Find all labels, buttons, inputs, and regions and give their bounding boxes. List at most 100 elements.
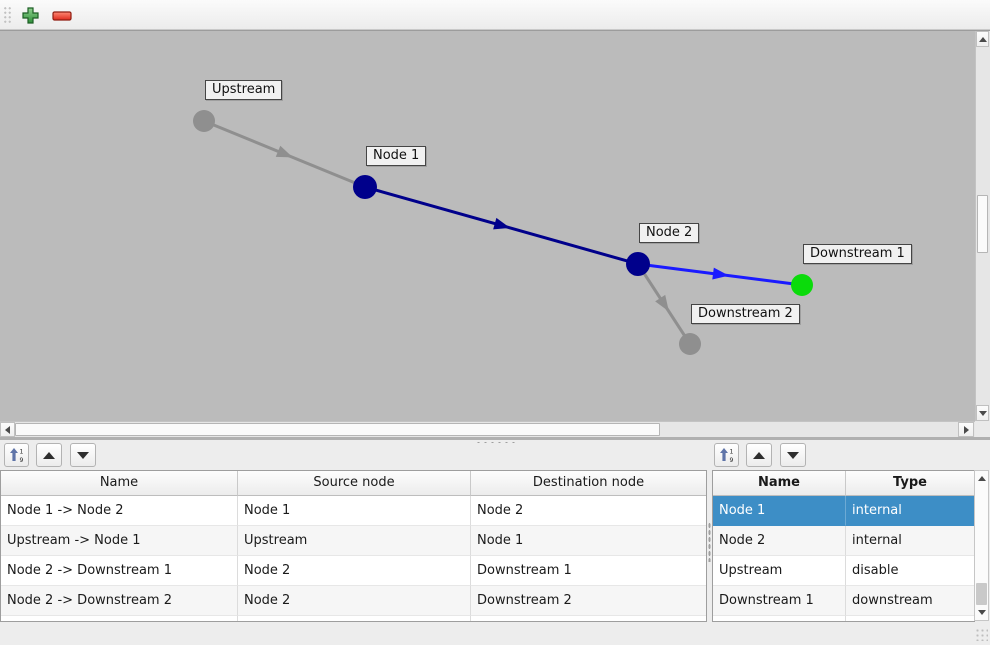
svg-text:1: 1 — [19, 449, 23, 456]
node-label[interactable]: Upstream — [205, 80, 283, 100]
splitter-grip-icon — [708, 522, 711, 562]
vertical-splitter[interactable] — [707, 470, 712, 622]
vertical-scroll-thumb[interactable] — [977, 195, 988, 253]
table-cell: downstream — [846, 586, 974, 616]
edge-arrowhead-icon — [712, 267, 729, 280]
triangle-up-icon — [753, 451, 765, 459]
minus-icon — [52, 10, 72, 21]
table-cell: Node 1 — [471, 526, 706, 556]
column-header[interactable]: Name — [713, 471, 846, 496]
table-cell: Node 2 — [713, 526, 846, 556]
arrow-down-icon — [977, 610, 986, 615]
table-cell: Node 2 — [238, 586, 471, 616]
empty-row — [713, 616, 974, 621]
table-cell: Downstream 1 — [713, 586, 846, 616]
table-cell: Node 1 — [713, 496, 846, 526]
scroll-right-button[interactable] — [958, 422, 974, 437]
table-cell: Upstream — [238, 526, 471, 556]
scrollbar-corner — [975, 421, 990, 438]
graph-svg — [193, 110, 813, 355]
table-cell: Upstream -> Node 1 — [1, 526, 238, 556]
node-label[interactable]: Node 1 — [366, 146, 427, 166]
graph-node[interactable] — [353, 175, 377, 199]
table-cell: Node 1 -> Node 2 — [1, 496, 238, 526]
graph-node[interactable] — [791, 274, 813, 296]
edges-move-down-button[interactable] — [70, 443, 96, 467]
edge-arrowhead-icon — [275, 145, 293, 158]
table-cell: Node 2 — [471, 496, 706, 526]
sort-ascending-icon: 1 9 — [719, 448, 733, 463]
arrow-up-icon — [978, 36, 987, 42]
graph-node[interactable] — [626, 252, 650, 276]
table-cell: disable — [846, 556, 974, 586]
horizontal-splitter[interactable] — [0, 437, 990, 444]
node-label[interactable]: Downstream 2 — [691, 304, 800, 324]
table-cell: Node 2 -> Downstream 2 — [1, 586, 238, 616]
horizontal-scroll-thumb[interactable] — [15, 423, 660, 436]
graph-node[interactable] — [193, 110, 215, 132]
arrow-left-icon — [5, 425, 10, 434]
arrow-down-icon — [978, 410, 987, 416]
empty-row — [1, 616, 706, 621]
svg-text:1: 1 — [729, 449, 733, 456]
column-header[interactable]: Type — [846, 471, 974, 496]
canvas-horizontal-scrollbar[interactable] — [0, 421, 975, 437]
table-cell: internal — [852, 503, 902, 518]
table-cell: Node 2 -> Downstream 1 — [1, 556, 238, 586]
toolbar-grip[interactable] — [3, 6, 12, 24]
remove-node-button[interactable] — [49, 3, 75, 27]
canvas-vertical-scrollbar[interactable] — [975, 31, 990, 421]
edge-arrowhead-icon — [493, 217, 511, 230]
table-cell: Node 2 — [238, 556, 471, 586]
main-toolbar — [0, 0, 990, 30]
nodes-move-down-button[interactable] — [780, 443, 806, 467]
arrow-up-icon — [977, 476, 986, 481]
scroll-down-button[interactable] — [975, 605, 988, 620]
edge-arrowhead-icon — [655, 294, 669, 312]
svg-text:9: 9 — [729, 457, 733, 463]
table-cell: Downstream 1 — [471, 556, 706, 586]
add-node-button[interactable] — [17, 3, 43, 27]
table-cell: Upstream — [713, 556, 846, 586]
vertical-scroll-thumb[interactable] — [976, 583, 987, 605]
window-resize-grip[interactable] — [974, 627, 988, 641]
scroll-left-button[interactable] — [0, 422, 15, 437]
edges-sort-button[interactable]: 1 9 — [4, 443, 29, 467]
svg-text:9: 9 — [19, 457, 23, 463]
table-cell: Node 1 — [238, 496, 471, 526]
scroll-up-button[interactable] — [976, 31, 989, 47]
nodes-move-up-button[interactable] — [746, 443, 772, 467]
graph-node[interactable] — [679, 333, 701, 355]
triangle-down-icon — [77, 451, 89, 459]
nodes-sort-button[interactable]: 1 9 — [714, 443, 739, 467]
nodes-table-scrollbar[interactable] — [974, 470, 989, 621]
column-header[interactable]: Source node — [238, 471, 471, 496]
splitter-grip-icon — [475, 441, 517, 444]
triangle-down-icon — [787, 451, 799, 459]
triangle-up-icon — [43, 451, 55, 459]
arrow-right-icon — [963, 425, 969, 434]
plus-icon — [21, 6, 39, 24]
node-label[interactable]: Node 2 — [639, 223, 700, 243]
node-row[interactable]: Node 1 internal — [713, 496, 974, 526]
table-cell: internal — [846, 526, 974, 556]
edges-move-up-button[interactable] — [36, 443, 62, 467]
column-header[interactable]: Destination node — [471, 471, 706, 496]
column-header[interactable]: Name — [1, 471, 238, 496]
node-label[interactable]: Downstream 1 — [803, 244, 912, 264]
scroll-up-button[interactable] — [975, 471, 988, 486]
scroll-down-button[interactable] — [976, 405, 989, 421]
